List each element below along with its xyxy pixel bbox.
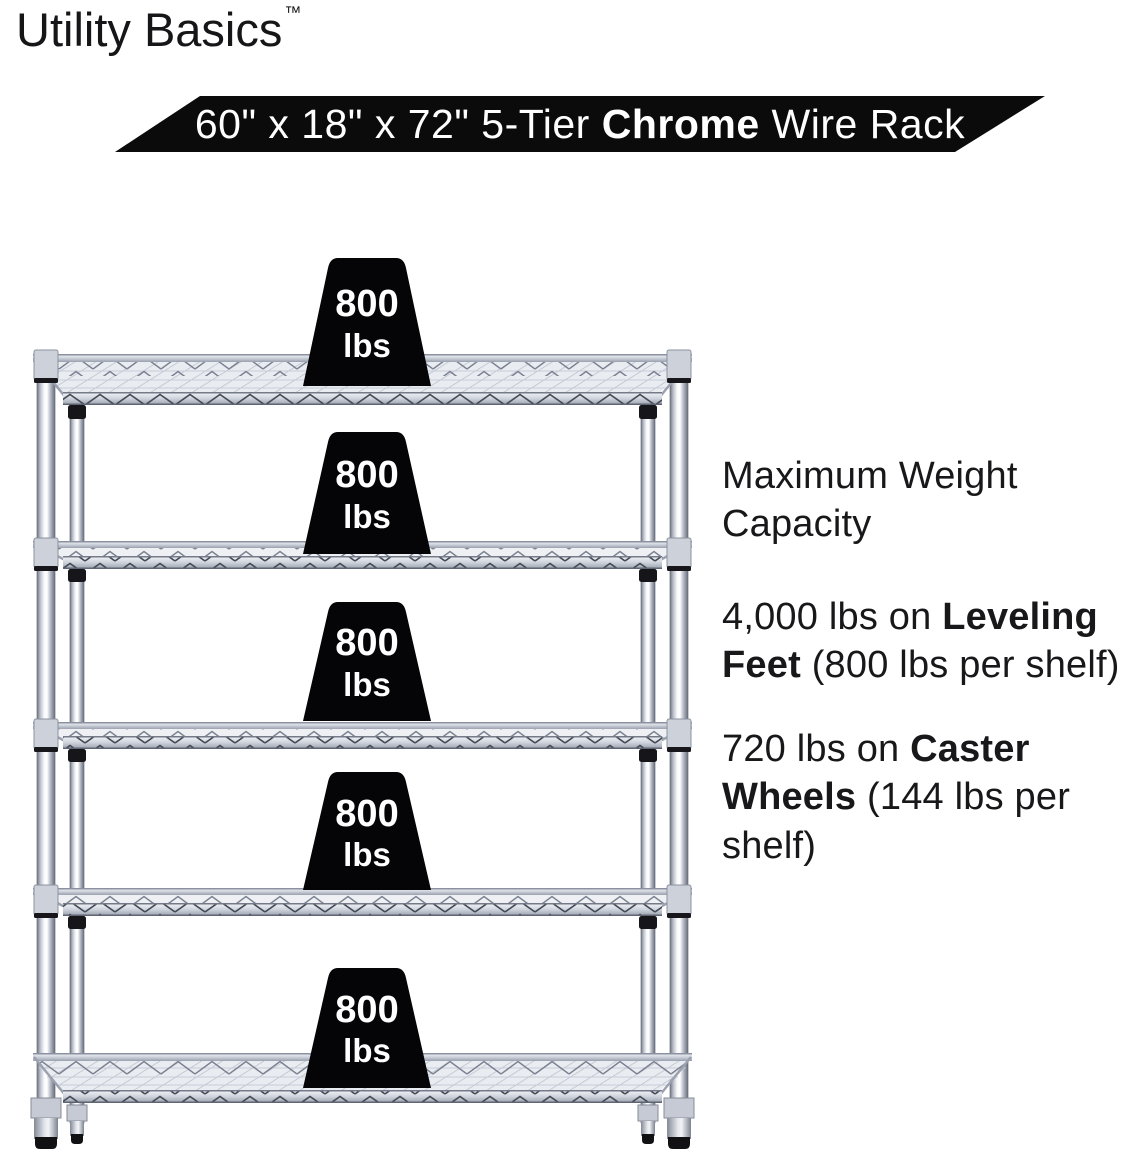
rack-shelf-3 xyxy=(33,722,692,749)
leveling-post: (800 lbs per shelf) xyxy=(800,643,1120,686)
banner-text-bold: Chrome xyxy=(601,100,760,147)
brand-name: Utility Basics xyxy=(16,3,283,56)
leveling-feet xyxy=(30,1097,695,1149)
weight-badges: 800 lbs 800 lbs 800 lbs 800 lbs 800 xyxy=(303,258,431,1088)
weight-badge-5: 800 lbs xyxy=(303,968,431,1088)
weight-unit-label: lbs xyxy=(343,498,391,535)
leveling-bold: Leveling Feet xyxy=(722,595,1109,686)
casters-post: (144 lbs per shelf) xyxy=(722,776,1081,867)
caster-wheels-capacity: 720 lbs on Caster Wheels (144 lbs per sh… xyxy=(722,725,1122,870)
capacity-heading: Maximum Weight Capacity xyxy=(722,455,1018,546)
weight-unit-label: lbs xyxy=(343,666,391,703)
leveling-feet-capacity: 4,000 lbs on Leveling Feet (800 lbs per … xyxy=(722,593,1122,690)
rack-shelf-4 xyxy=(33,888,692,916)
casters-bold: Caster Wheels xyxy=(722,728,1041,819)
leveling-pre: 4,000 lbs on xyxy=(722,595,943,638)
weight-value-label: 800 xyxy=(335,793,398,835)
weight-badge-1: 800 lbs xyxy=(303,258,431,386)
banner-text-pre: 60" x 18" x 72" 5-Tier xyxy=(194,100,602,147)
capacity-info: Maximum Weight Capacity 4,000 lbs on Lev… xyxy=(722,452,1122,870)
trademark-symbol: ™ xyxy=(284,3,302,22)
title-banner: 60" x 18" x 72" 5-Tier Chrome Wire Rack xyxy=(115,96,1045,152)
weight-unit-label: lbs xyxy=(343,1032,391,1069)
banner-text-post: Wire Rack xyxy=(759,100,966,147)
weight-value-label: 800 xyxy=(335,989,398,1031)
post-collars xyxy=(68,405,657,929)
weight-value-label: 800 xyxy=(335,454,398,496)
casters-pre: 720 lbs on xyxy=(722,728,911,770)
wire-rack-image: 800 lbs 800 lbs 800 lbs 800 lbs 800 xyxy=(30,258,695,1149)
weight-badge-3: 800 lbs xyxy=(303,602,431,721)
weight-unit-label: lbs xyxy=(343,327,391,364)
post-sleeves xyxy=(33,349,692,918)
weight-value-label: 800 xyxy=(335,622,398,664)
weight-unit-label: lbs xyxy=(343,836,391,873)
weight-badge-2: 800 lbs xyxy=(303,432,431,554)
weight-value-label: 800 xyxy=(335,283,398,325)
weight-badge-4: 800 lbs xyxy=(303,772,431,890)
